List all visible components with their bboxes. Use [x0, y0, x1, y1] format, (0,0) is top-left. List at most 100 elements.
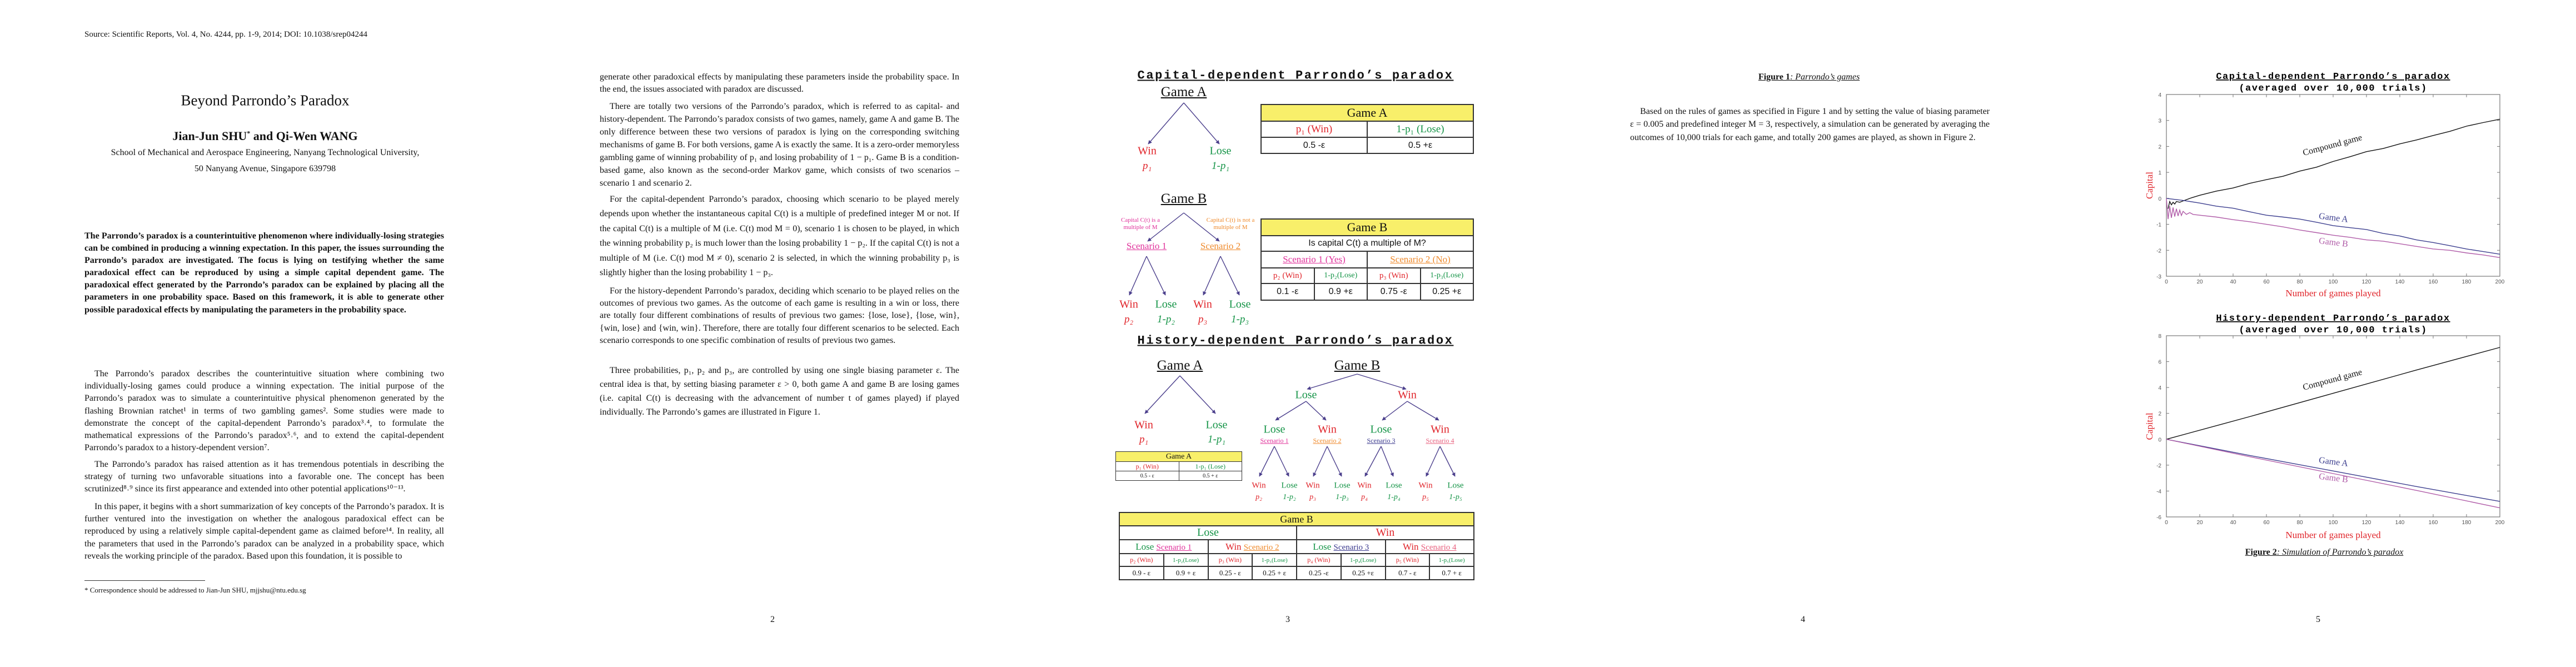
scenario-text: Scenario 2	[1243, 542, 1279, 552]
lose-text: Lose	[1135, 541, 1154, 552]
q3-label: 1-p₃	[1336, 493, 1349, 501]
win-node: Win	[1193, 298, 1212, 311]
table-header: p₄ (Win)	[1296, 553, 1342, 567]
arrow	[1148, 102, 1184, 145]
x-tick-label: 80	[2296, 279, 2303, 285]
lose-node: Lose	[1263, 423, 1285, 436]
author-mark: *	[247, 129, 251, 137]
tree-arrows	[1129, 102, 1456, 477]
x-tick-label: 60	[2263, 279, 2270, 285]
scenario-text: Scenario 4	[1421, 542, 1457, 552]
caption-label: Figure 2	[2245, 547, 2277, 557]
capital-dependent-title: Capital-dependent Parrondo’s paradox	[1137, 68, 1454, 83]
x-tick-label: 40	[2230, 520, 2236, 526]
lose-leaf: Lose	[1334, 481, 1351, 490]
paragraph-continuation: generate other paradoxical effects by ma…	[600, 72, 959, 94]
table-question: Is capital C(t) a multiple of M?	[1260, 235, 1474, 252]
plot-frame	[2166, 335, 2500, 517]
affiliation-line-1: School of Mechanical and Aerospace Engin…	[111, 148, 420, 157]
affiliation-line-2: 50 Nanyang Avenue, Singapore 639798	[194, 164, 336, 173]
arrow	[1275, 401, 1307, 421]
page-4: Figure 1: Parrondo’s games Based on the …	[1546, 0, 2061, 667]
arrow	[1382, 401, 1408, 421]
y-tick-label: -6	[2156, 515, 2161, 521]
arrow	[1407, 401, 1439, 421]
table-header: 1-p₃(Lose)	[1419, 267, 1474, 284]
table-cell: 0.9 + ε	[1163, 566, 1209, 580]
q4-label: 1-p₄	[1387, 493, 1401, 501]
history-dependent-title: History-dependent Parrondo’s paradox	[1137, 334, 1454, 348]
table-cell: 0.5 + ε	[1178, 471, 1242, 481]
win-text: Win	[1402, 541, 1419, 552]
table-cell: 0.9 +ε	[1313, 283, 1368, 301]
series-line-game-a	[2166, 198, 2500, 255]
series-annotation: Game B	[2318, 236, 2349, 249]
x-tick-label: 100	[2329, 520, 2338, 526]
win-leaf: Win	[1357, 481, 1372, 490]
table-cell: 0.7 - ε	[1384, 566, 1431, 580]
win-node: Win	[1318, 423, 1337, 436]
lose-node: Lose	[1209, 145, 1232, 157]
p1-label: p₁	[1139, 434, 1149, 445]
y-tick-label: 4	[2158, 92, 2161, 98]
scenario-2-node: Scenario 2	[1313, 436, 1342, 445]
scenario-4-node: Scenario 4	[1426, 436, 1454, 445]
arrow	[1306, 401, 1327, 421]
intro-paragraph-2: The Parrondo’s paradox has raised attent…	[84, 460, 444, 494]
scenario-2-header: Scenario 2 (No)	[1367, 251, 1474, 268]
table-cell: 0.75 -ε	[1367, 283, 1421, 301]
simulation-charts: Capital-dependent Parrondo’s paradox(ave…	[2144, 72, 2505, 540]
x-axis-label: Number of games played	[2285, 530, 2381, 540]
chart-title: Capital-dependent Parrondo’s paradox	[2216, 72, 2450, 82]
table-header: 1-p₂(Lose)	[1313, 267, 1368, 284]
arrow	[1327, 446, 1342, 477]
series-line-compound-game	[2168, 118, 2500, 209]
x-tick-label: 200	[2495, 279, 2505, 285]
table-header: p₃ (Win)	[1367, 267, 1421, 284]
q3-label: 1-p₃	[1231, 313, 1249, 325]
arrow	[1259, 446, 1275, 477]
y-tick-label: 3	[2158, 118, 2161, 125]
table-title: Game A	[1115, 451, 1242, 462]
scenario-2-header: Win Scenario 2	[1207, 539, 1297, 554]
series-line-compound-game	[2166, 347, 2500, 440]
lose-leaf: Lose	[1386, 481, 1402, 490]
lose-node: Lose	[1370, 423, 1392, 436]
intro-paragraph-3: In this paper, it begins with a short su…	[84, 502, 444, 561]
p5-label: p₅	[1422, 493, 1429, 501]
q1-label: 1-p₁	[1208, 434, 1225, 445]
y-tick-label: -4	[2156, 489, 2161, 495]
win-node: Win	[1138, 145, 1157, 157]
scenario-text: Scenario 1	[1156, 542, 1192, 552]
scenario-1-node: Scenario 1	[1126, 241, 1167, 251]
table-header: p₁ (Win)	[1115, 461, 1179, 471]
series-annotation: Game A	[2318, 456, 2349, 469]
table-header: 1-p₂(Lose)	[1163, 553, 1209, 567]
y-tick-label: 2	[2158, 411, 2161, 417]
scenario-text: Scenario 3	[1333, 542, 1369, 552]
capital-game-b-table: Game B Is capital C(t) a multiple of M? …	[1260, 218, 1474, 301]
win-text: Win	[1225, 541, 1242, 552]
plot-frame	[2166, 94, 2500, 277]
table-header: 1-p₁ (Lose)	[1367, 121, 1474, 138]
arrow	[1183, 212, 1220, 242]
arrow	[1129, 256, 1147, 296]
x-tick-label: 180	[2462, 520, 2472, 526]
series-annotation: Compound game	[2302, 133, 2363, 158]
table-header: 1-p₅(Lose)	[1429, 553, 1474, 567]
lose-node: Lose	[1155, 298, 1177, 311]
y-tick-label: -3	[2156, 274, 2161, 280]
y-axis-label: Capital	[2144, 172, 2155, 199]
y-tick-label: -1	[2156, 222, 2161, 228]
arrow	[1179, 375, 1216, 414]
arrow	[1203, 256, 1221, 296]
x-tick-label: 200	[2495, 520, 2505, 526]
x-tick-label: 160	[2429, 520, 2438, 526]
x-tick-label: 0	[2165, 520, 2168, 526]
page-5-figure-2: Capital-dependent Parrondo’s paradox(ave…	[2061, 0, 2576, 667]
history-game-a-label: Game A	[1157, 358, 1203, 373]
table-header: 1-p₃(Lose)	[1252, 553, 1297, 567]
lose-node: Lose	[1229, 298, 1251, 311]
